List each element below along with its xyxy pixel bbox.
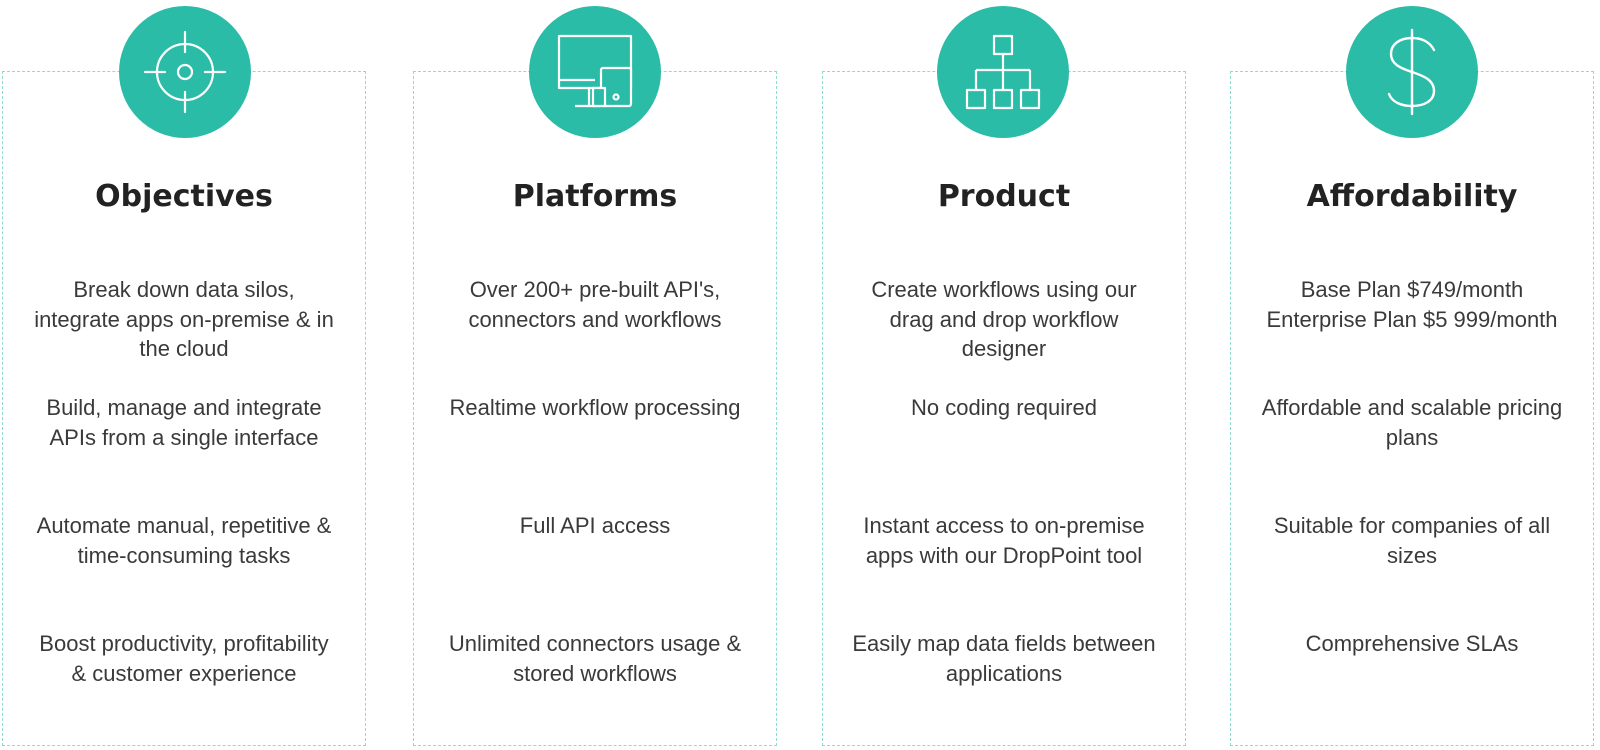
product-feature-1: Create workflows using our drag and drop… bbox=[871, 277, 1137, 361]
platforms-feature-1: Over 200+ pre-built API's, connectors an… bbox=[468, 277, 722, 332]
platforms-feature-2: Realtime workflow processing bbox=[449, 395, 741, 420]
dollar-icon bbox=[1346, 6, 1478, 138]
affordability-feature-1: Base Plan $749/month Enterprise Plan $5 … bbox=[1266, 277, 1558, 332]
sitemap-icon bbox=[937, 6, 1069, 138]
devices-icon bbox=[529, 6, 661, 138]
objectives-feature-1: Break down data silos, integrate apps on… bbox=[34, 277, 334, 361]
platforms-feature-3: Full API access bbox=[519, 513, 671, 538]
product-feature-3: Instant access to on-premise apps with o… bbox=[863, 513, 1145, 568]
objectives-feature-4: Boost productivity, profitability & cust… bbox=[39, 631, 329, 686]
platforms-title: Platforms bbox=[512, 179, 678, 214]
product-feature-4: Easily map data fields between applicati… bbox=[852, 631, 1156, 686]
product-feature-2: No coding required bbox=[911, 395, 1097, 420]
objectives-feature-3: Automate manual, repetitive & time-consu… bbox=[36, 513, 332, 568]
affordability-feature-2: Affordable and scalable pricing plans bbox=[1261, 395, 1563, 450]
objectives-feature-2: Build, manage and integrate APIs from a … bbox=[46, 395, 322, 450]
affordability-feature-4: Comprehensive SLAs bbox=[1305, 631, 1519, 656]
product-title: Product bbox=[937, 179, 1071, 214]
affordability-title: Affordability bbox=[1306, 179, 1518, 214]
target-icon bbox=[119, 6, 251, 138]
affordability-feature-3: Suitable for companies of all sizes bbox=[1273, 513, 1551, 568]
objectives-title: Objectives bbox=[95, 179, 273, 214]
platforms-feature-4: Unlimited connectors usage & stored work… bbox=[448, 631, 742, 686]
